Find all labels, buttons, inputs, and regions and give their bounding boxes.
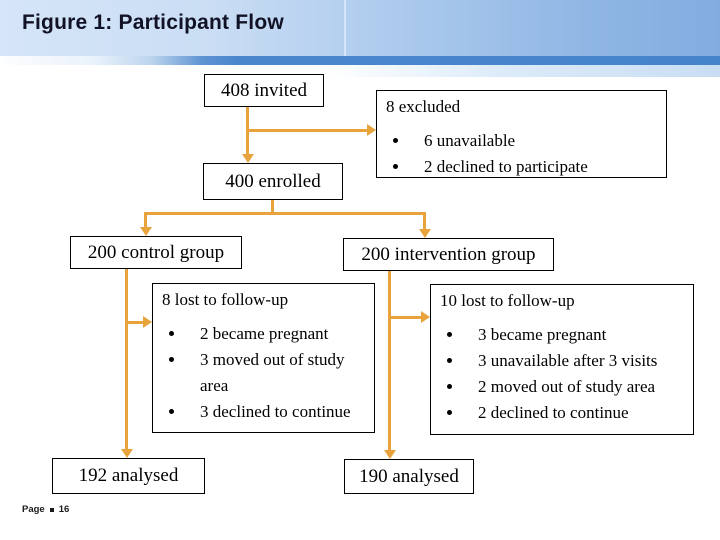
list-item: 2 became pregnant bbox=[162, 321, 366, 347]
flow-box-analysed-intervention: 190 analysed bbox=[344, 459, 474, 494]
lost-control-bullet-list: 2 became pregnant 3 moved out of study a… bbox=[162, 321, 366, 425]
flow-box-control-group: 200 control group bbox=[70, 236, 242, 269]
connector-to-excluded bbox=[246, 129, 370, 132]
connector-to-lost-control bbox=[125, 321, 146, 324]
flow-box-intervention-group: 200 intervention group bbox=[343, 238, 554, 271]
flow-box-analysed-control-label: 192 analysed bbox=[78, 465, 179, 486]
flow-box-invited-label: 408 invited bbox=[220, 79, 308, 101]
flow-box-analysed-intervention-label: 190 analysed bbox=[359, 465, 459, 487]
arrowhead-control-icon bbox=[140, 227, 152, 236]
bullet-icon bbox=[447, 358, 452, 363]
flow-box-analysed-control: 192 analysed bbox=[52, 458, 205, 494]
footer-page-label: Page bbox=[22, 504, 45, 515]
bullet-icon bbox=[447, 332, 452, 337]
list-item: 3 moved out of study area bbox=[162, 347, 366, 399]
arrowhead-analysed-control-icon bbox=[121, 449, 133, 458]
connector-intervention-down bbox=[388, 271, 391, 450]
flow-box-excluded: 8 excluded 6 unavailable 2 declined to p… bbox=[376, 90, 667, 178]
flow-box-control-label: 200 control group bbox=[87, 241, 225, 263]
header-accent-bar bbox=[0, 56, 720, 65]
lost-intervention-bullet-list: 3 became pregnant 3 unavailable after 3 … bbox=[440, 322, 685, 426]
connector-to-control bbox=[144, 212, 147, 228]
connector-to-intervention bbox=[423, 212, 426, 230]
connector-invited-down bbox=[246, 107, 249, 131]
list-item: 3 became pregnant bbox=[440, 322, 685, 348]
list-item: 3 unavailable after 3 visits bbox=[440, 348, 685, 374]
flow-box-enrolled-label: 400 enrolled bbox=[225, 170, 321, 192]
arrowhead-excluded-icon bbox=[367, 124, 376, 136]
bullet-icon bbox=[447, 410, 452, 415]
connector-enrolled-down bbox=[271, 200, 274, 214]
bullet-icon bbox=[393, 138, 398, 143]
arrowhead-intervention-icon bbox=[419, 229, 431, 238]
list-item: 2 moved out of study area bbox=[440, 374, 685, 400]
arrowhead-lost-intervention-icon bbox=[421, 311, 430, 323]
flow-box-excluded-title: 8 excluded bbox=[386, 97, 461, 116]
header-accent-shadow bbox=[0, 65, 720, 77]
list-item: 3 declined to continue bbox=[162, 399, 366, 425]
list-item: 2 declined to participate bbox=[386, 154, 658, 180]
bullet-icon bbox=[447, 384, 452, 389]
connector-split-horizontal bbox=[144, 212, 426, 215]
flow-box-enrolled: 400 enrolled bbox=[203, 163, 343, 200]
connector-control-down bbox=[125, 269, 128, 450]
arrowhead-lost-control-icon bbox=[143, 316, 152, 328]
page-footer: Page 16 bbox=[22, 504, 69, 515]
excluded-bullet-list: 6 unavailable 2 declined to participate bbox=[386, 128, 658, 180]
connector-to-lost-intervention bbox=[388, 316, 422, 319]
arrowhead-enrolled-icon bbox=[242, 154, 254, 163]
footer-page-number: 16 bbox=[58, 504, 70, 515]
slide-header bbox=[0, 0, 720, 56]
flow-box-invited: 408 invited bbox=[204, 74, 324, 107]
bullet-icon bbox=[393, 164, 398, 169]
page-title: Figure 1: Participant Flow bbox=[22, 11, 284, 34]
flow-box-lost-intervention: 10 lost to follow-up 3 became pregnant 3… bbox=[430, 284, 694, 435]
bullet-icon bbox=[169, 331, 174, 336]
flow-box-lost-control: 8 lost to follow-up 2 became pregnant 3 … bbox=[152, 283, 375, 433]
flow-box-lost-control-title: 8 lost to follow-up bbox=[162, 290, 289, 309]
header-seam-divider bbox=[344, 0, 346, 56]
list-item: 6 unavailable bbox=[386, 128, 658, 154]
list-item: 2 declined to continue bbox=[440, 400, 685, 426]
connector-to-enrolled bbox=[246, 131, 249, 155]
bullet-icon bbox=[169, 409, 174, 414]
flow-box-intervention-label: 200 intervention group bbox=[361, 243, 536, 265]
flow-box-lost-intervention-title: 10 lost to follow-up bbox=[440, 291, 575, 310]
arrowhead-analysed-intervention-icon bbox=[384, 450, 396, 459]
bullet-icon bbox=[169, 357, 174, 362]
footer-square-bullet-icon bbox=[49, 508, 54, 512]
